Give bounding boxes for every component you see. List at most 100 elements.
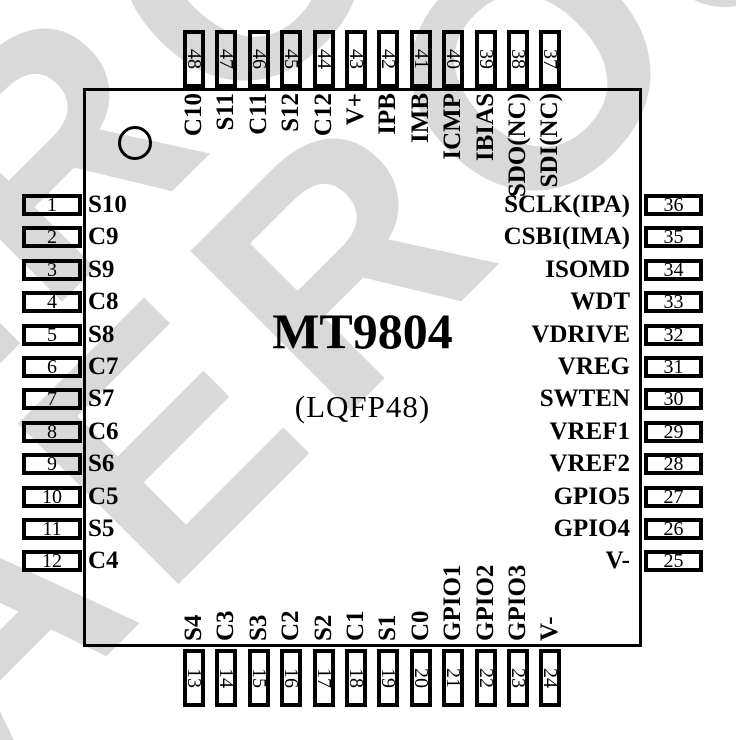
pin-number-text: 36 (663, 194, 684, 216)
pin-12-pad: 12 (22, 550, 82, 573)
pin-4-pad: 4 (22, 291, 82, 314)
pin-number-text: 41 (409, 49, 432, 69)
pin-number-text: 15 (247, 668, 270, 688)
pin-30-label: SWTEN (539, 385, 630, 413)
pin-16-pad: 16 (280, 649, 303, 707)
pin-18-label: C1 (342, 610, 369, 641)
pin-2-pad: 2 (22, 226, 82, 249)
pin-30-pad: 30 (644, 388, 703, 411)
pin-number-text: 45 (280, 49, 303, 69)
pin-number-text: 1 (47, 194, 57, 216)
pin-31-label: VREG (557, 353, 630, 380)
pin-31-pad: 31 (644, 356, 703, 378)
pin-19-label: S1 (374, 614, 402, 641)
pin-number-text: 11 (42, 518, 62, 540)
pin-39-pad: 39 (474, 30, 497, 88)
pin-5-pad: 5 (22, 323, 82, 346)
pin-26-label: GPIO4 (553, 515, 630, 542)
pin-14-pad: 14 (215, 649, 238, 707)
pin-33-label: WDT (570, 288, 630, 316)
pin-9-pad: 9 (22, 453, 82, 476)
pin-34-pad: 34 (644, 258, 703, 281)
pin-35-pad: 35 (644, 226, 703, 249)
pin-number-text: 27 (663, 485, 684, 508)
pin-6-label: C7 (88, 353, 119, 380)
pin-number-text: 24 (539, 668, 562, 688)
pin-19-pad: 19 (377, 649, 400, 707)
pin-number-text: 38 (507, 49, 529, 69)
pin-17-label: S2 (309, 614, 337, 641)
chip-body-outline (83, 88, 642, 647)
pin-40-label: ICMP (439, 93, 467, 160)
pin-43-pad: 43 (345, 30, 367, 88)
pin-21-label: GPIO1 (439, 564, 467, 641)
pin-number-text: 18 (345, 668, 367, 688)
pin-21-pad: 21 (442, 649, 465, 707)
pin-3-label: S9 (88, 255, 115, 283)
pin-45-label: S12 (277, 93, 305, 132)
pin-28-label: VREF2 (549, 450, 630, 478)
pin-number-text: 10 (42, 485, 62, 508)
pin-24-label: V- (536, 616, 564, 641)
pin-20-label: C0 (406, 610, 434, 641)
pin-44-label: C12 (309, 93, 337, 137)
pin-42-label: IPB (374, 93, 402, 135)
pin-35-label: CSBI(IMA) (503, 223, 630, 251)
pin-number-text: 43 (345, 49, 367, 69)
pin-41-label: IMB (406, 93, 434, 143)
pin-45-pad: 45 (280, 30, 303, 88)
pin-38-label: SDO(NC) (504, 93, 531, 198)
pin-4-label: C8 (88, 288, 119, 316)
pin-42-pad: 42 (377, 30, 400, 88)
pin-15-label: S3 (244, 614, 272, 641)
pin-number-text: 16 (280, 668, 303, 688)
pin-number-text: 48 (183, 49, 205, 69)
chip-title: MT9804 (272, 303, 453, 359)
pin-22-label: GPIO2 (471, 564, 499, 641)
pin-10-pad: 10 (22, 485, 82, 508)
pin-1-pad: 1 (22, 194, 82, 216)
pin-number-text: 37 (539, 49, 562, 69)
pin-number-text: 25 (663, 550, 684, 573)
pin-32-label: VDRIVE (531, 320, 630, 348)
pin-40-pad: 40 (442, 30, 465, 88)
pin-24-pad: 24 (539, 649, 562, 707)
pin-1-label: S10 (88, 191, 127, 218)
pin-20-pad: 20 (409, 649, 432, 707)
pin-6-pad: 6 (22, 356, 82, 378)
pin-23-label: GPIO3 (504, 564, 531, 641)
pin-number-text: 8 (47, 420, 57, 443)
pin-2-label: C9 (88, 223, 119, 251)
pin-number-text: 26 (663, 518, 684, 540)
pin-37-pad: 37 (539, 30, 562, 88)
pin-number-text: 22 (474, 668, 497, 688)
pin-48-label: C10 (180, 93, 207, 137)
pin-11-label: S5 (88, 515, 115, 542)
pin-number-text: 29 (663, 420, 684, 443)
pin-23-pad: 23 (507, 649, 529, 707)
pin-41-pad: 41 (409, 30, 432, 88)
pin-number-text: 46 (247, 49, 270, 69)
pin-47-label: S11 (212, 93, 240, 131)
pin-number-text: 32 (663, 323, 684, 346)
pin-number-text: 12 (42, 550, 62, 573)
pin-number-text: 21 (442, 668, 465, 688)
pin-number-text: 9 (47, 453, 57, 476)
pin-number-text: 6 (47, 356, 57, 378)
pin-26-pad: 26 (644, 518, 703, 540)
pin-18-pad: 18 (345, 649, 367, 707)
pin-38-pad: 38 (507, 30, 529, 88)
pin-25-pad: 25 (644, 550, 703, 573)
chip-package-label: (LQFP48) (294, 389, 431, 424)
pin-12-label: C4 (88, 547, 119, 575)
pin-37-label: SDI(NC) (536, 93, 564, 188)
pin1-indicator-circle (118, 126, 152, 160)
pin-number-text: 5 (47, 323, 57, 346)
pin-number-text: 34 (663, 258, 684, 281)
pin-number-text: 35 (663, 226, 684, 249)
pin-17-pad: 17 (312, 649, 335, 707)
pin-39-label: IBIAS (471, 93, 499, 162)
pin-25-label: V- (605, 547, 630, 575)
pin-48-pad: 48 (183, 30, 205, 88)
